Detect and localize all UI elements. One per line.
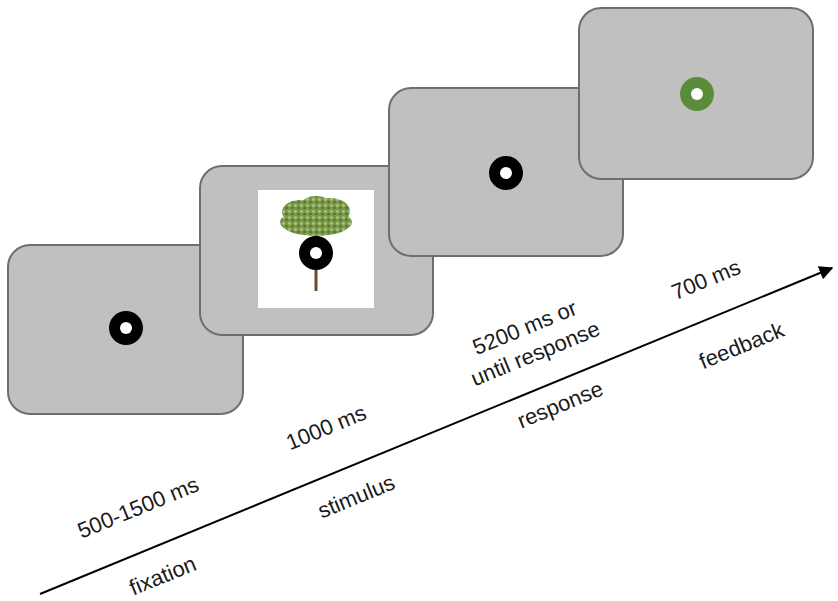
tree-picture	[280, 196, 352, 291]
timeline-label: fixation	[126, 550, 201, 601]
feedback-ring	[680, 77, 714, 111]
fixation-dot	[500, 167, 512, 179]
fixation-dot	[310, 247, 322, 259]
fixation-ring	[109, 311, 143, 345]
fixation-dot	[691, 88, 703, 100]
timeline-label: 500-1500 ms	[73, 471, 202, 545]
stimulus-image	[258, 190, 374, 308]
fixation-ring	[299, 236, 333, 270]
feedback-screen	[579, 8, 813, 179]
fixation-ring	[489, 156, 523, 190]
timeline-label: 1000 ms	[282, 399, 371, 456]
timeline-label: 700 ms	[667, 254, 744, 307]
timeline-label: feedback	[695, 316, 788, 375]
time-axis	[40, 268, 832, 594]
timeline-label: response	[513, 375, 607, 435]
fixation-dot	[120, 322, 132, 334]
timeline-label: stimulus	[313, 469, 398, 525]
